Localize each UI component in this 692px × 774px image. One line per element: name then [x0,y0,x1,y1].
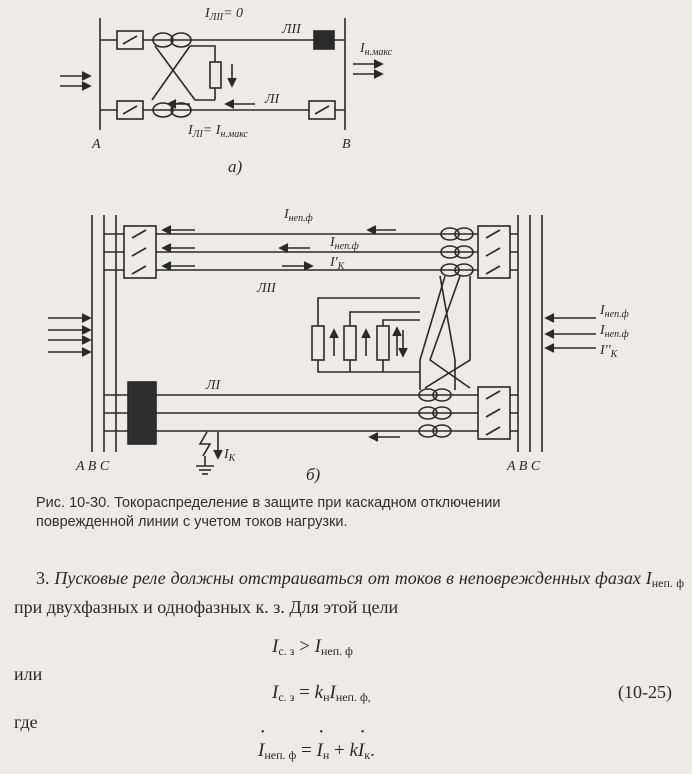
diagram-b [48,215,596,475]
equation-number: (10-25) [618,682,672,702]
caption-line-2: поврежденной линии с учетом токов нагруз… [36,514,348,530]
phases-left: A B C [75,459,110,474]
equation-1: Iс. з > Iнеп. ф [272,636,353,658]
label-inep-mid: Iнеп.ф [329,235,359,252]
caption-a: а) [228,157,243,176]
label-inep-top: Iнеп.ф [283,207,313,224]
figure-caption: Рис. 10-30. Токораспределение в защите п… [36,494,676,532]
paragraph-symbol: I [645,568,652,588]
bus-label-a-right: B [342,137,351,152]
phases-right: A B C [506,459,541,474]
label-ik-prime: I'К [329,255,346,272]
paragraph-rest: при двухфазных и однофазных к. з. Для эт… [14,597,399,617]
paragraph-number: 3. [36,568,50,588]
label-line2-a: ЛII [281,22,302,37]
caption-b: б) [306,465,321,484]
label-line1-a: ЛI [264,92,280,107]
label-ili-a: IЛI= Iн.макс [187,123,249,140]
equation-2: Iс. з = kнIнеп. ф, [272,682,371,704]
equation-3: Iнеп. ф = Iн + kIк. [258,740,375,763]
diagram-a [60,18,384,130]
open-breaker-b [127,381,157,445]
label-line2-b: ЛII [256,281,277,296]
caption-line-1: Рис. 10-30. Токораспределение в защите п… [36,495,501,511]
paragraph-symbol-sub: неп. ф [651,576,685,590]
paragraph-3: 3. Пусковые реле должны отстраиваться от… [14,566,684,619]
label-ilii-zero: IЛII= 0 [204,6,243,23]
word-or: или [14,664,43,684]
bus-label-a-left: A [91,137,101,152]
open-breaker-a [313,30,335,50]
label-right-inep-2: Iнеп.ф [599,323,629,340]
figure-10-30: IЛII= 0 ЛII Iн.макс ЛI IЛI= Iн.макс A B … [48,6,629,484]
label-right-inep-1: Iнеп.ф [599,303,629,320]
label-line1-b: ЛI [205,378,221,393]
word-where: где [14,712,38,732]
label-fault-ik: IК [223,447,237,464]
paragraph-italic: Пусковые реле должны отстраиваться от то… [54,568,641,588]
label-right-ik2: I''К [599,343,619,360]
label-inmax-a: Iн.макс [359,41,393,58]
